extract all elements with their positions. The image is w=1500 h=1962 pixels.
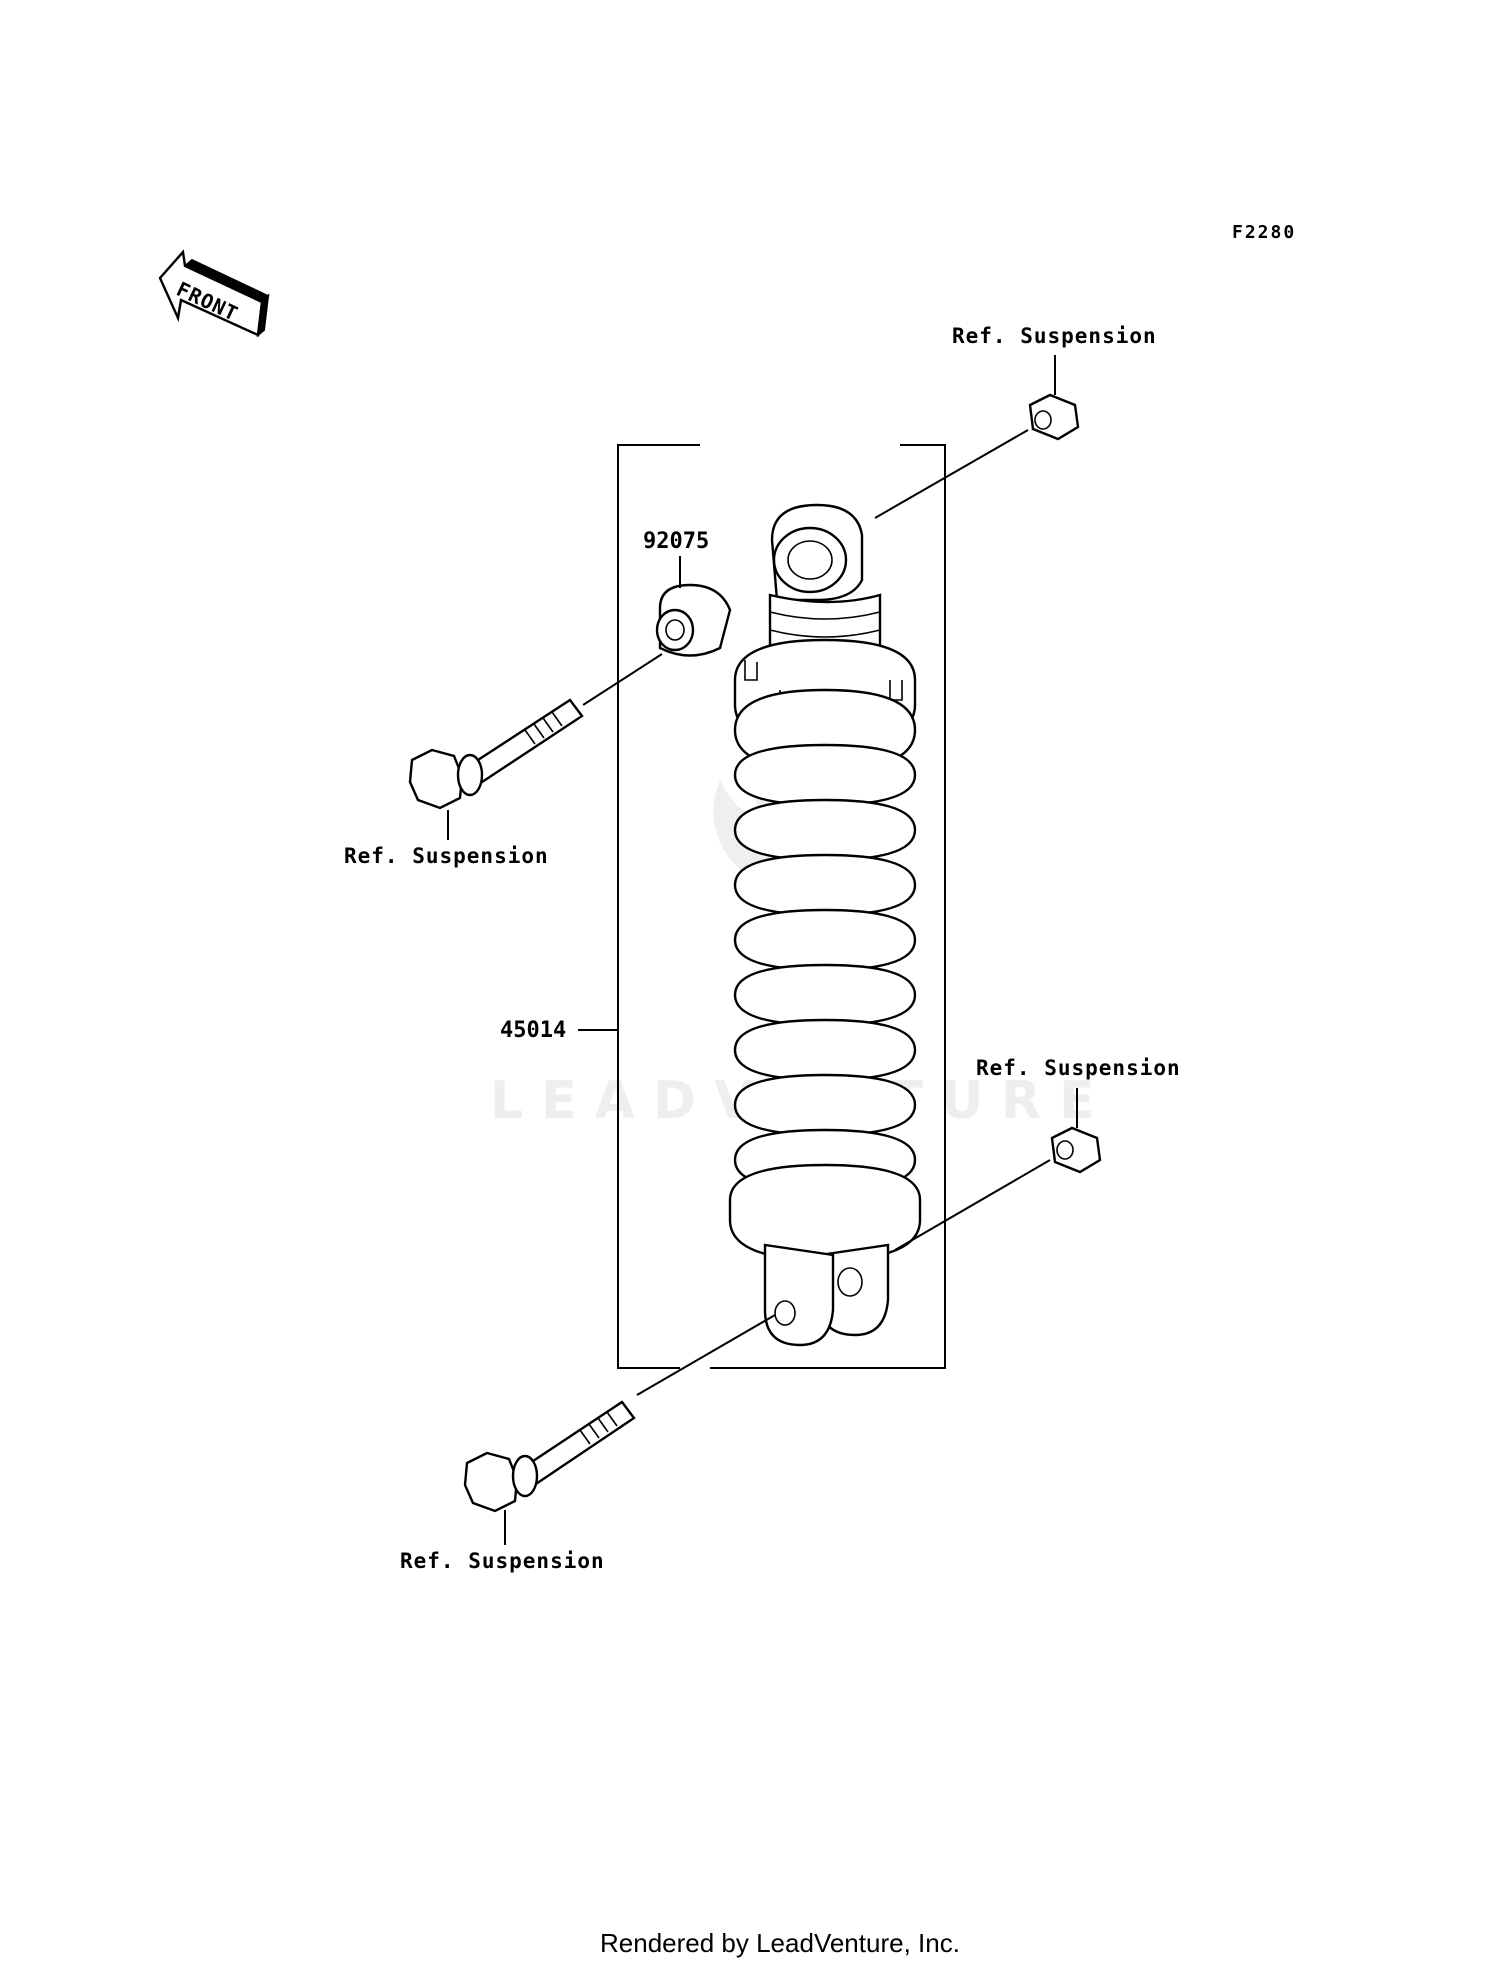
- callout-top-nut: Ref. Suspension: [952, 324, 1157, 348]
- collar-icon: [655, 583, 732, 657]
- upper-bolt-icon: [408, 698, 584, 810]
- lower-nut-icon: [1050, 1126, 1102, 1174]
- diagram-code: F2280: [1232, 222, 1296, 243]
- callout-lower-nut: Ref. Suspension: [976, 1056, 1181, 1080]
- callout-lower-bolt: Ref. Suspension: [400, 1549, 605, 1573]
- assembly-bracket-right: [710, 444, 946, 1369]
- footer-credit: Rendered by LeadVenture, Inc.: [600, 1928, 960, 1958]
- assembly-bracket-left: [617, 444, 700, 1369]
- callout-45014: 45014: [500, 1018, 566, 1043]
- shock-absorber: [728, 503, 922, 1347]
- top-nut-icon: [1028, 393, 1080, 441]
- front-arrow-icon: FRONT: [158, 249, 270, 338]
- callout-upper-bolt: Ref. Suspension: [344, 844, 549, 868]
- callout-92075: 92075: [643, 529, 709, 554]
- lower-bolt-icon: [463, 1400, 636, 1513]
